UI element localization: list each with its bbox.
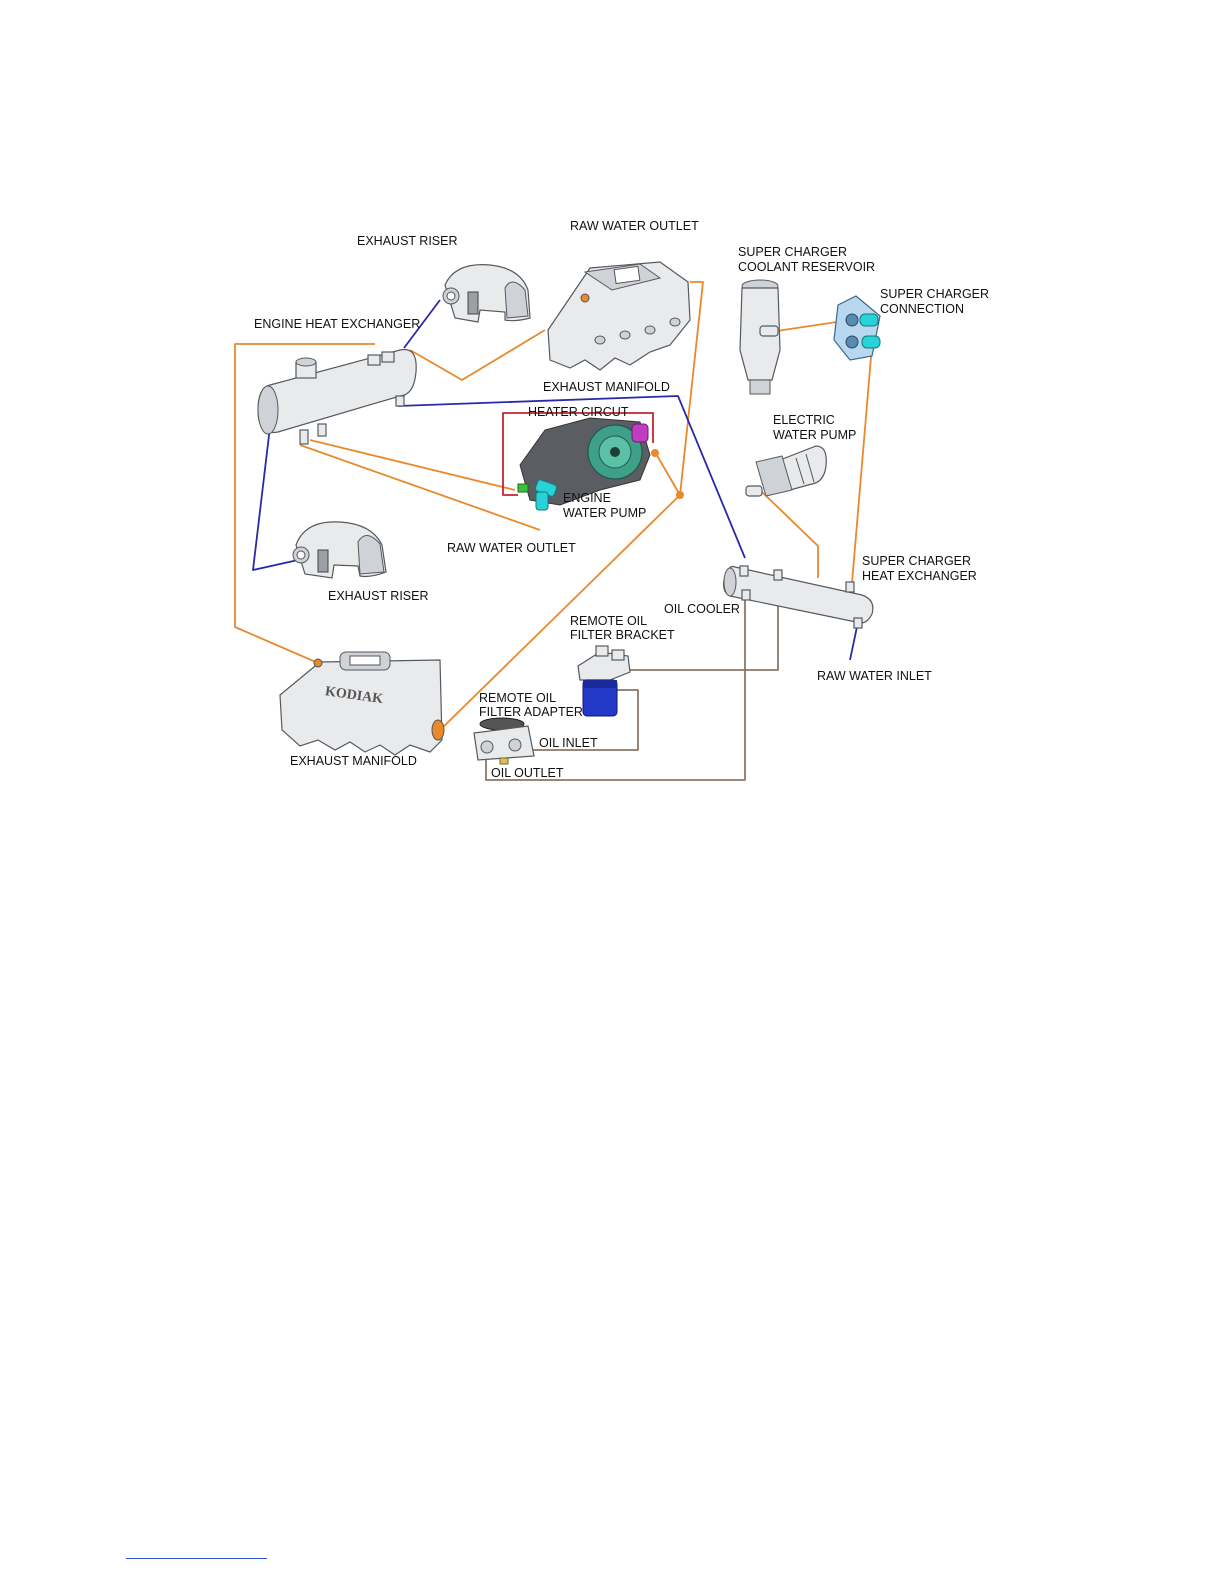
remote-oil-filter-bracket <box>577 645 631 717</box>
label-raw-water-outlet-mid: RAW WATER OUTLET <box>447 541 576 555</box>
label-oil-inlet: OIL INLET <box>539 736 598 750</box>
exhaust-riser-top <box>442 264 531 323</box>
label-engine-heat-exchanger: ENGINE HEAT EXCHANGER <box>254 317 420 331</box>
label-sc-heat-exchanger-line1: SUPER CHARGER <box>862 554 971 568</box>
engine-heat-exchanger <box>257 348 417 445</box>
oil-pipes <box>485 578 779 781</box>
label-heater-circuit: HEATER CIRCUT <box>528 405 629 419</box>
label-exhaust-riser-top: EXHAUST RISER <box>357 234 458 248</box>
label-raw-water-inlet: RAW WATER INLET <box>817 669 932 683</box>
label-sc-connection-line2: CONNECTION <box>880 302 964 316</box>
super-charger-connection <box>833 295 881 361</box>
raw-water-junction <box>651 449 659 457</box>
super-charger-coolant-reservoir <box>739 279 781 395</box>
label-raw-water-outlet-top: RAW WATER OUTLET <box>570 219 699 233</box>
label-remote-bracket-line2: FILTER BRACKET <box>570 628 675 642</box>
footnote-separator <box>126 1558 267 1559</box>
label-exhaust-riser-bottom: EXHAUST RISER <box>328 589 429 603</box>
exhaust-riser-bottom <box>292 521 387 579</box>
label-engine-pump-line2: WATER PUMP <box>563 506 646 520</box>
heater-pipes <box>502 412 654 496</box>
label-exhaust-manifold-bottom: EXHAUST MANIFOLD <box>290 754 417 768</box>
coolant-pipes <box>252 299 859 661</box>
label-sc-reservoir-line1: SUPER CHARGER <box>738 245 847 259</box>
label-oil-cooler: OIL COOLER <box>664 602 740 616</box>
label-remote-bracket-line1: REMOTE OIL <box>570 614 647 628</box>
exhaust-manifold-bottom: KODIAK <box>279 651 445 756</box>
label-electric-pump-line2: WATER PUMP <box>773 428 856 442</box>
label-sc-connection-line1: SUPER CHARGER <box>880 287 989 301</box>
label-electric-pump-line1: ELECTRIC <box>773 413 835 427</box>
electric-water-pump <box>745 445 827 497</box>
super-charger-heat-exchanger <box>723 565 874 629</box>
label-sc-reservoir-line2: COOLANT RESERVOIR <box>738 260 875 274</box>
raw-water-junction <box>676 491 684 499</box>
label-exhaust-manifold-top: EXHAUST MANIFOLD <box>543 380 670 394</box>
diagram-labels: EXHAUST RISER RAW WATER OUTLET SUPER CHA… <box>254 219 989 780</box>
exhaust-manifold-top <box>547 261 691 371</box>
label-remote-adapter-line1: REMOTE OIL <box>479 691 556 705</box>
label-sc-heat-exchanger-line2: HEAT EXCHANGER <box>862 569 977 583</box>
label-engine-pump-line1: ENGINE <box>563 491 611 505</box>
label-remote-adapter-line2: FILTER ADAPTER <box>479 705 583 719</box>
remote-oil-filter-adapter <box>473 717 535 765</box>
label-oil-outlet: OIL OUTLET <box>491 766 564 780</box>
raw-water-pipes <box>234 281 873 731</box>
engine-water-pump <box>517 417 651 511</box>
